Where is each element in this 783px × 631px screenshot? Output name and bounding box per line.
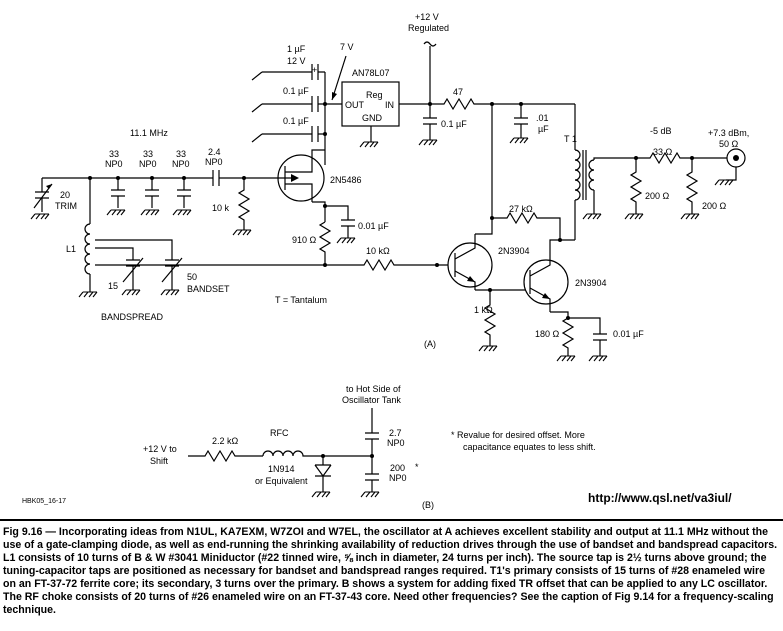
tantalum-value: 1 µF <box>287 44 306 54</box>
cap-01-a-label: 0.1 µF <box>283 86 309 96</box>
circuit-a-label: (A) <box>424 339 436 349</box>
cap-24-np0: NP0 <box>205 157 223 167</box>
supply-label-1: +12 V <box>415 12 439 22</box>
junction-dots <box>88 102 694 320</box>
shift-label-2: Shift <box>150 456 169 466</box>
regulator-out-voltage: 7 V <box>340 42 354 52</box>
cap-200-star: * <box>415 462 419 472</box>
hot-side-label-1: to Hot Side of <box>346 384 401 394</box>
cap-50-label: 50 <box>187 272 197 282</box>
shift-label-1: +12 V to <box>143 444 177 454</box>
fet-label: 2N5486 <box>330 175 362 185</box>
cap-001-emitter-label: 0.01 µF <box>613 329 644 339</box>
q2-label: 2N3904 <box>575 278 607 288</box>
output-level-label: +7.3 dBm, <box>708 128 749 138</box>
res-10k-label: 10 k <box>212 203 230 213</box>
cap-01-c-label: 0.1 µF <box>441 119 467 129</box>
trim-label: TRIM <box>55 201 77 211</box>
res-22k-label: 2.2 kΩ <box>212 436 239 446</box>
tantalum-plus: + <box>312 65 317 75</box>
rfc-label: RFC <box>270 428 289 438</box>
res-47-label: 47 <box>453 87 463 97</box>
cap-33-a-np0: NP0 <box>105 159 123 169</box>
freq-label: 11.1 MHz <box>130 128 168 138</box>
figure-id: HBK05_16-17 <box>22 498 66 505</box>
cap-15-label: 15 <box>108 281 118 291</box>
cap-200-label: 200 <box>390 463 405 473</box>
caption-divider <box>0 519 783 521</box>
cap-001-a-label: .01 <box>536 113 549 123</box>
schematic-diagram: +12 V Regulated AN78L07 Reg OUT IN GND 7… <box>22 12 749 510</box>
cap-27-np0: NP0 <box>387 438 405 448</box>
bandset-label: BANDSET <box>187 284 230 294</box>
supply-label-2: Regulated <box>408 23 449 33</box>
l1-label: L1 <box>66 244 76 254</box>
regulator-out: OUT <box>345 100 365 110</box>
cap-33-c-label: 33 <box>176 149 186 159</box>
res-1k-label: 1 kΩ <box>474 305 493 315</box>
source-url: http://www.qsl.net/va3iul/ <box>588 491 732 505</box>
circuit-b-label: (B) <box>422 500 434 510</box>
circuit-b: to Hot Side of Oscillator Tank +12 V to … <box>143 384 596 510</box>
regulator-gnd: GND <box>362 113 383 123</box>
res-10k2-label: 10 kΩ <box>366 246 390 256</box>
res-200b-label: 200 Ω <box>702 201 727 211</box>
tantalum-voltage: 12 V <box>287 56 306 66</box>
figure-caption: Fig 9.16 — Incorporating ideas from N1UL… <box>3 526 778 616</box>
hot-side-label-2: Oscillator Tank <box>342 395 401 405</box>
diode-label-2: or Equivalent <box>255 476 308 486</box>
cap-200-np0: NP0 <box>389 473 407 483</box>
cap-33-c-np0: NP0 <box>172 159 190 169</box>
cap-33-b-label: 33 <box>143 149 153 159</box>
t1-label: T 1 <box>564 134 577 144</box>
bandspread-label: BANDSPREAD <box>101 312 164 322</box>
note-line-2: capacitance equates to less shift. <box>463 442 596 452</box>
note-line-1: * Revalue for desired offset. More <box>451 430 585 440</box>
regulator-name: Reg <box>366 90 383 100</box>
cap-33-a-label: 33 <box>109 149 119 159</box>
atten-label: -5 dB <box>650 126 672 136</box>
res-180-label: 180 Ω <box>535 329 560 339</box>
res-910-label: 910 Ω <box>292 235 317 245</box>
regulator-in: IN <box>385 100 394 110</box>
cap-01-b-label: 0.1 µF <box>283 116 309 126</box>
res-200a-label: 200 Ω <box>645 191 670 201</box>
diode-label-1: 1N914 <box>268 464 295 474</box>
regulator-part: AN78L07 <box>352 68 390 78</box>
cap-33-b-np0: NP0 <box>139 159 157 169</box>
tantalum-note: T = Tantalum <box>275 295 327 305</box>
output-impedance-label: 50 Ω <box>719 139 739 149</box>
cap-24-label: 2.4 <box>208 147 221 157</box>
cap-27-label: 2.7 <box>389 428 402 438</box>
res-27k-label: 27 kΩ <box>509 204 533 214</box>
circuit-a-labels: +12 V Regulated AN78L07 Reg OUT IN GND 7… <box>55 12 749 349</box>
res-33-label: 33 Ω <box>653 147 673 157</box>
trim-value: 20 <box>60 190 70 200</box>
q1-label: 2N3904 <box>498 246 530 256</box>
cap-001-source-label: 0.01 µF <box>358 221 389 231</box>
cap-001-a-unit: µF <box>538 124 549 134</box>
